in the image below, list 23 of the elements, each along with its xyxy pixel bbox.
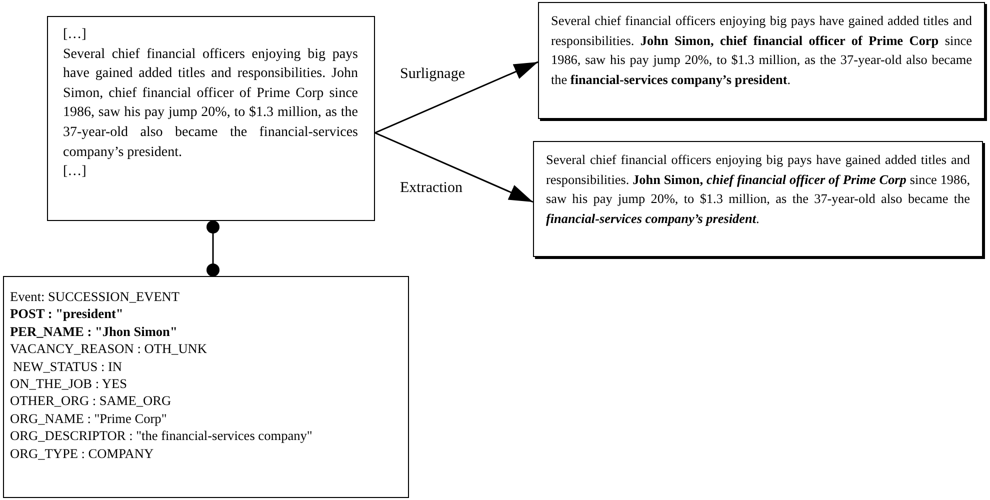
arrow xyxy=(374,132,534,203)
paragraph: Several chief financial officers enjoying big pays have gained added titles and responsibilities. John Simon, chief financial officer of Prime Corp since 1986, saw his pay jump 20%, to $1.3 million, as the 37-year-old also became the financial-services company’s president. xyxy=(551,12,972,89)
template-field: Event: SUCCESSION_EVENT xyxy=(10,288,402,306)
template-field: ORG_DESCRIPTOR : "the financial-services company" xyxy=(10,427,402,445)
template-field: VACANCY_REASON : OTH_UNK xyxy=(10,340,402,358)
highlighted-text-box xyxy=(538,2,985,119)
paragraph: […] xyxy=(63,26,88,44)
paragraph: […] xyxy=(63,163,88,182)
template-field: ORG_TYPE : COMPANY xyxy=(10,444,402,462)
paragraph: Several chief financial officers enjoying big pays have gained added titles and responsibilities. John Simon, chief financial officer of Prime Corp since 1986, saw his pay jump 20%, to $1.3 million, as the 37-year-old also became the financial-services company’s president. xyxy=(63,46,358,162)
paragraph: Several chief financial officers enjoying big pays have gained added titles and responsibilities. John Simon, chief financial officer of Prime Corp since 1986, saw his pay jump 20%, to $1.3 million, as the 37-year-old also became the financial-services company’s president. xyxy=(546,151,970,228)
template-field: PER_NAME : "Jhon Simon" xyxy=(10,322,402,340)
template-field: OTHER_ORG : SAME_ORG xyxy=(10,392,402,410)
arrow xyxy=(374,61,538,134)
template-field: ORG_NAME : "Prime Corp" xyxy=(10,410,402,428)
edge-label: Surlignage xyxy=(398,66,467,83)
extracted-text-box xyxy=(533,141,983,257)
template-box xyxy=(3,276,409,498)
source-text-box xyxy=(47,16,375,221)
connector-line xyxy=(206,220,220,276)
template-field: POST : "president" xyxy=(10,305,402,323)
template-field: NEW_STATUS : IN xyxy=(10,358,402,376)
template-field: ON_THE_JOB : YES xyxy=(10,375,402,392)
